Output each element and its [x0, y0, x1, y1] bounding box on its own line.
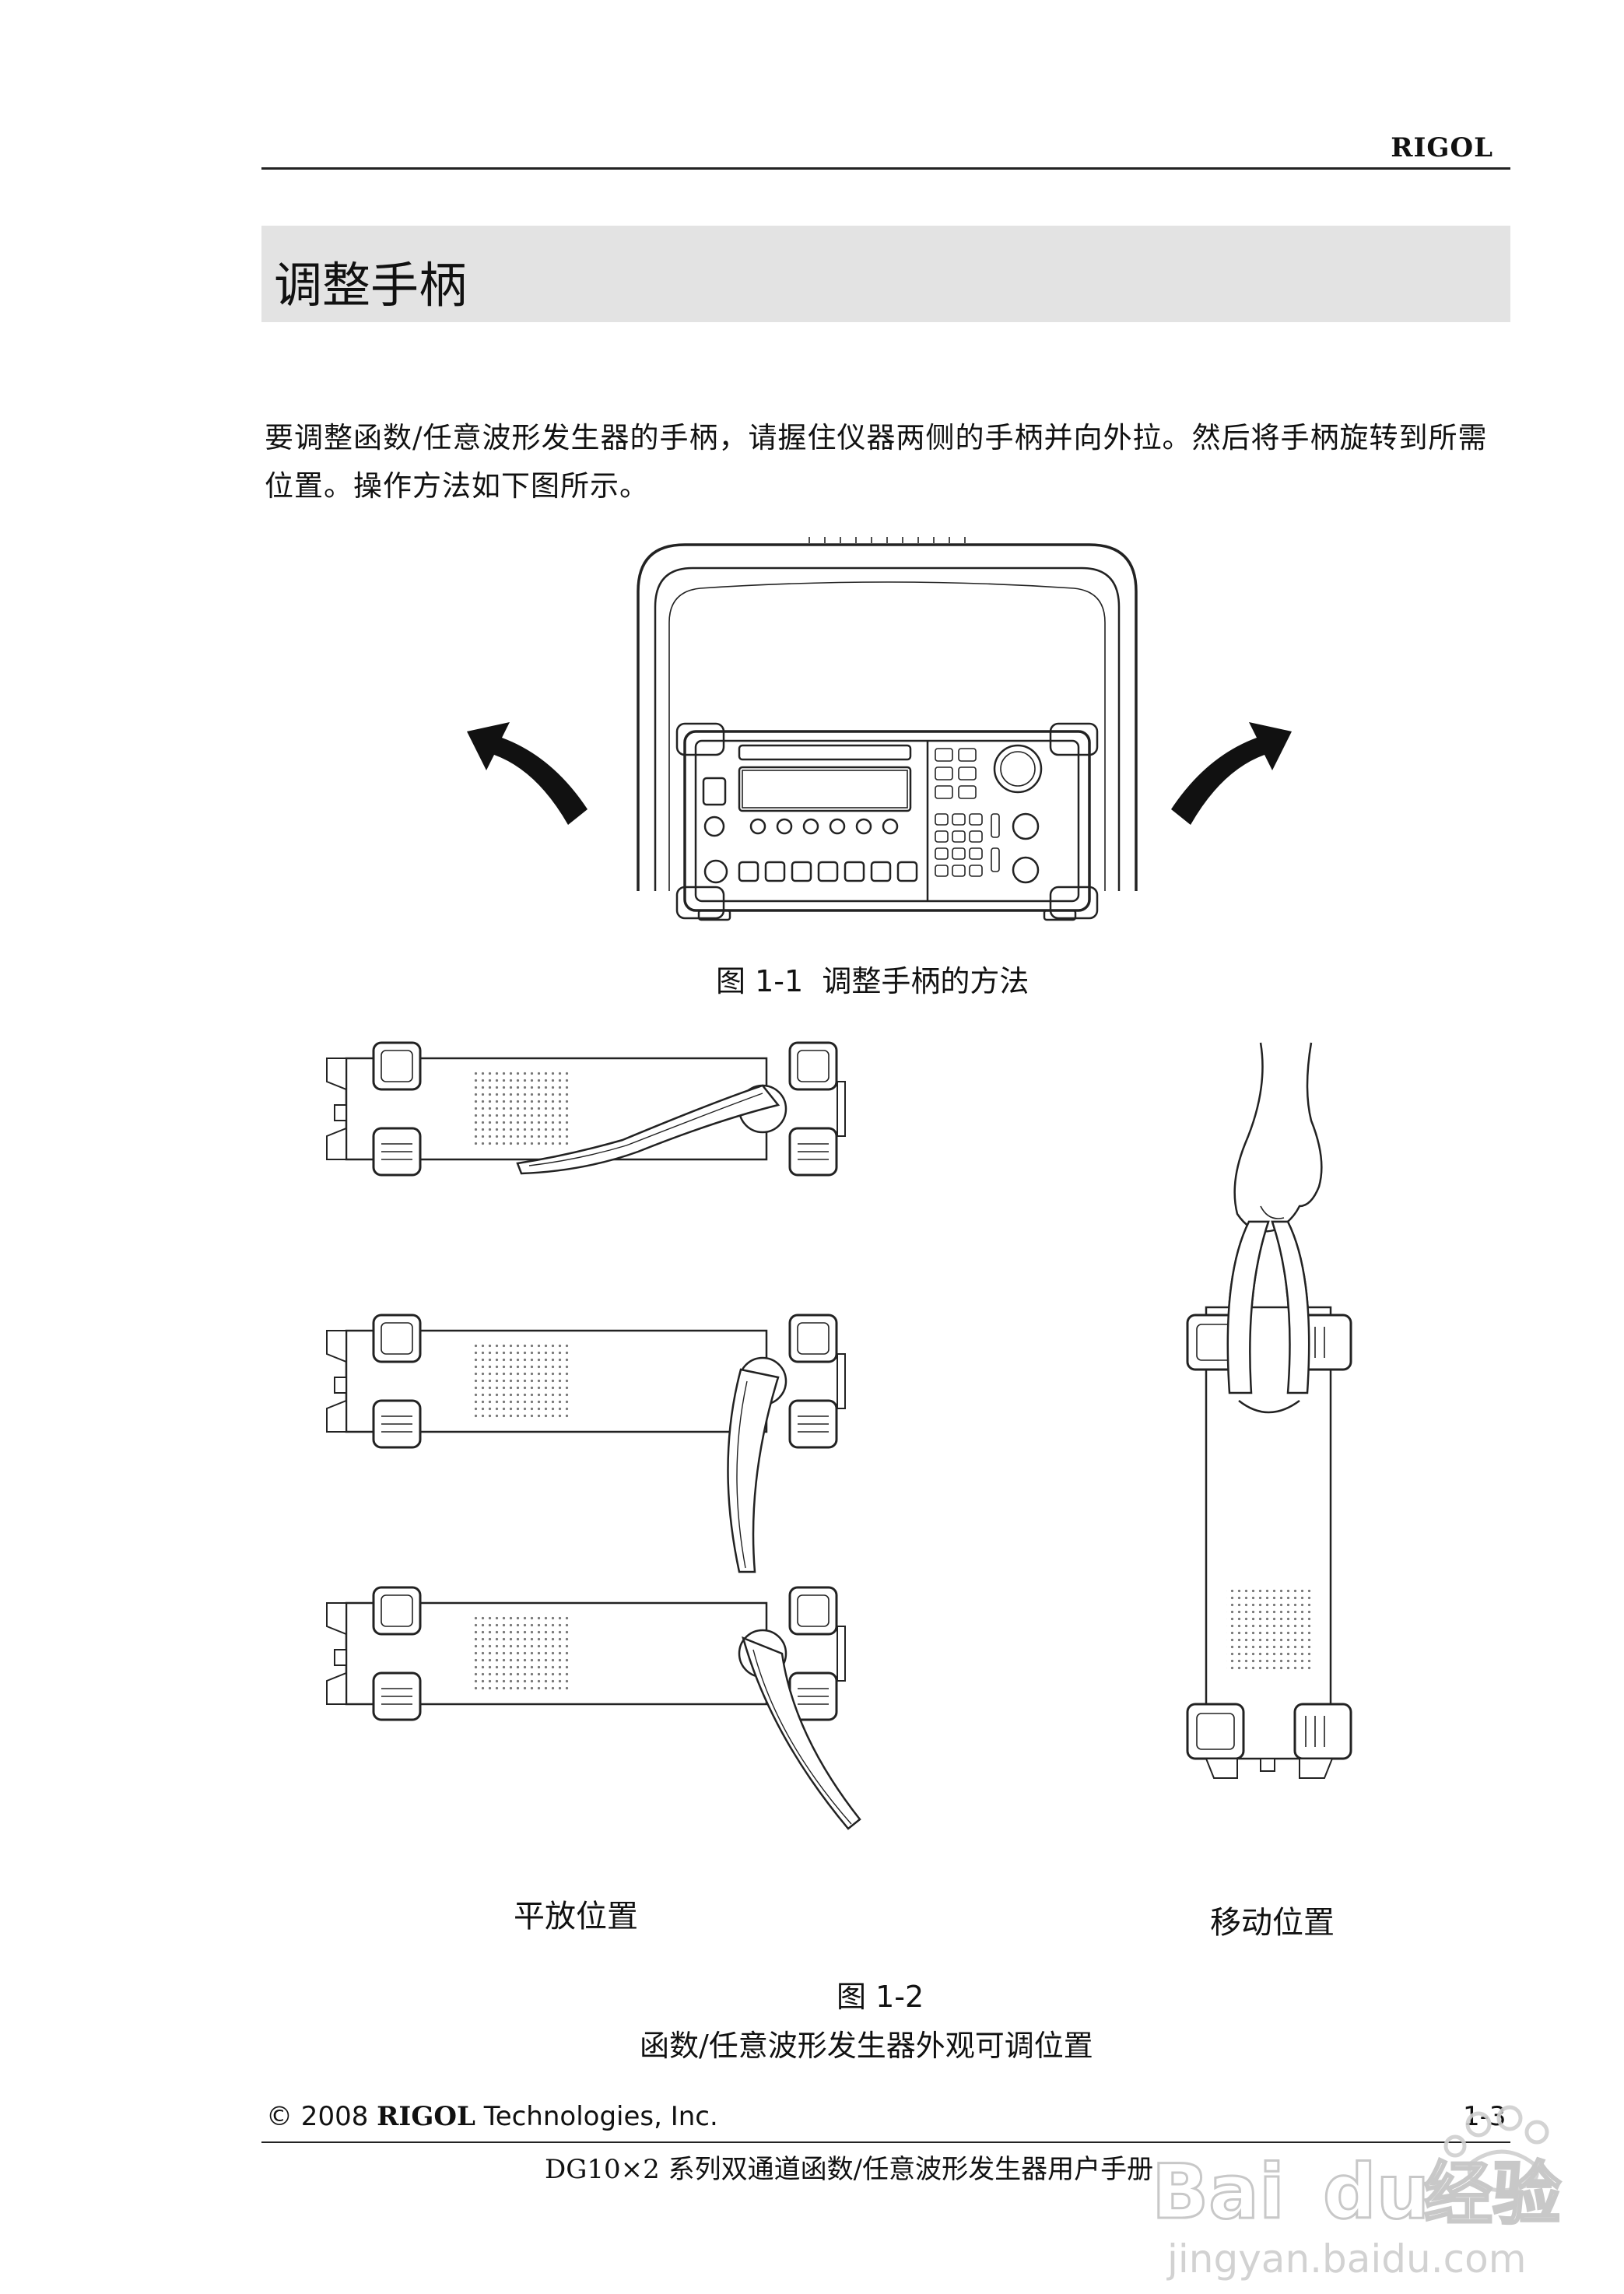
footer-brand: RIGOL	[377, 2101, 475, 2132]
footer-rule	[261, 2141, 1510, 2143]
watermark-brand: Bai	[1152, 2148, 1285, 2236]
figure-1-2-flat-positions-illustration	[325, 1041, 861, 1830]
figure-1-1-caption-prefix: 图	[716, 964, 756, 998]
figure-1-2-number: 1-2	[875, 1980, 924, 2014]
figure-1-1-caption: 图 1-1 调整手柄的方法	[716, 957, 1029, 1000]
figure-1-1-handle-adjust-illustration	[467, 537, 1292, 921]
footer-manual-title: DG10×2 系列双通道函数/任意波形发生器用户手册	[545, 2154, 1154, 2185]
label-flat-position: 平放位置	[514, 1899, 638, 1934]
figure-1-1-caption-text: 调整手柄的方法	[822, 964, 1029, 998]
figure-1-2-caption-number-line: 图 1-2	[837, 1973, 924, 2015]
section-title: 调整手柄	[274, 257, 468, 314]
figure-1-2-carry-position-illustration	[1186, 1042, 1352, 1779]
figure-1-1-number: 1-1	[755, 964, 804, 998]
figure-1-2-caption-text: 函数/任意波形发生器外观可调位置	[640, 2029, 1093, 2063]
header-rule	[261, 167, 1510, 170]
header-brand-logo: RIGOL	[1391, 132, 1493, 163]
figure-1-2-caption-prefix: 图	[837, 1980, 876, 2014]
footer-copyright: © 2008 RIGOL Technologies, Inc.	[266, 2101, 718, 2132]
watermark-product: 经验	[1424, 2154, 1561, 2234]
watermark-url: jingyan.baidu.com	[1166, 2236, 1526, 2282]
baidu-jingyan-watermark: Bai du 经验 jingyan.baidu.com	[1151, 2105, 1563, 2282]
footer-copyright-suffix: Technologies, Inc.	[475, 2101, 718, 2132]
svg-text:du: du	[1323, 2148, 1429, 2236]
footer-copyright-prefix: © 2008	[266, 2101, 377, 2132]
section-title-band	[261, 226, 1510, 322]
label-carry-position: 移动位置	[1210, 1905, 1335, 1941]
body-paragraph: 要调整函数/任意波形发生器的手柄，请握住仪器两侧的手柄并向外拉。然后将手柄旋转到…	[265, 421, 1488, 503]
